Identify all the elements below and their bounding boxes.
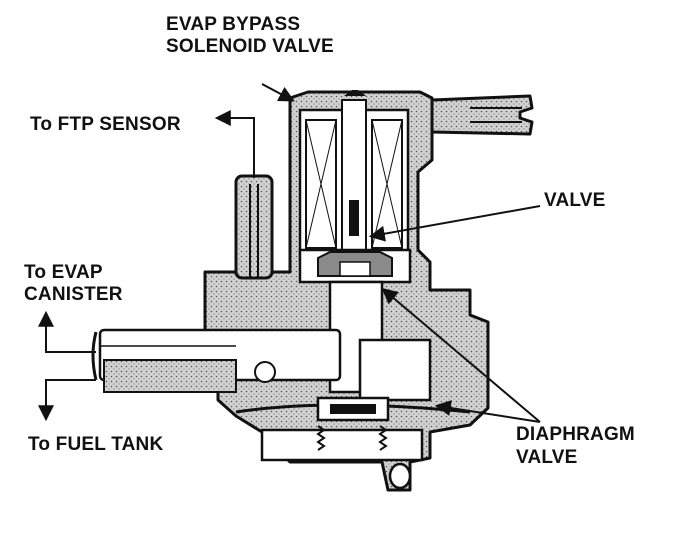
solenoid-label-line2: SOLENOID VALVE [166,36,334,57]
valve-seat [298,248,412,284]
diaphragm-valve-assembly [235,396,471,490]
canister-label-line1: To EVAP [24,262,103,283]
canister-port-tube [91,331,237,393]
diaphragm-label-line2: VALVE [516,447,578,468]
fuel-tank-label: To FUEL TANK [28,434,163,455]
canister-label-line2: CANISTER [24,284,123,305]
solenoid-housing [298,90,410,262]
labels: EVAP BYPASS SOLENOID VALVE To FTP SENSOR… [24,14,635,468]
ftp-sensor-port [234,174,274,280]
leader-lines [38,83,541,423]
ftp-sensor-label: To FTP SENSOR [30,114,181,135]
valve-label: VALVE [544,190,606,211]
diaphragm-label-line1: DIAPHRAGM [516,424,635,445]
solenoid-label-line1: EVAP BYPASS [166,14,300,35]
